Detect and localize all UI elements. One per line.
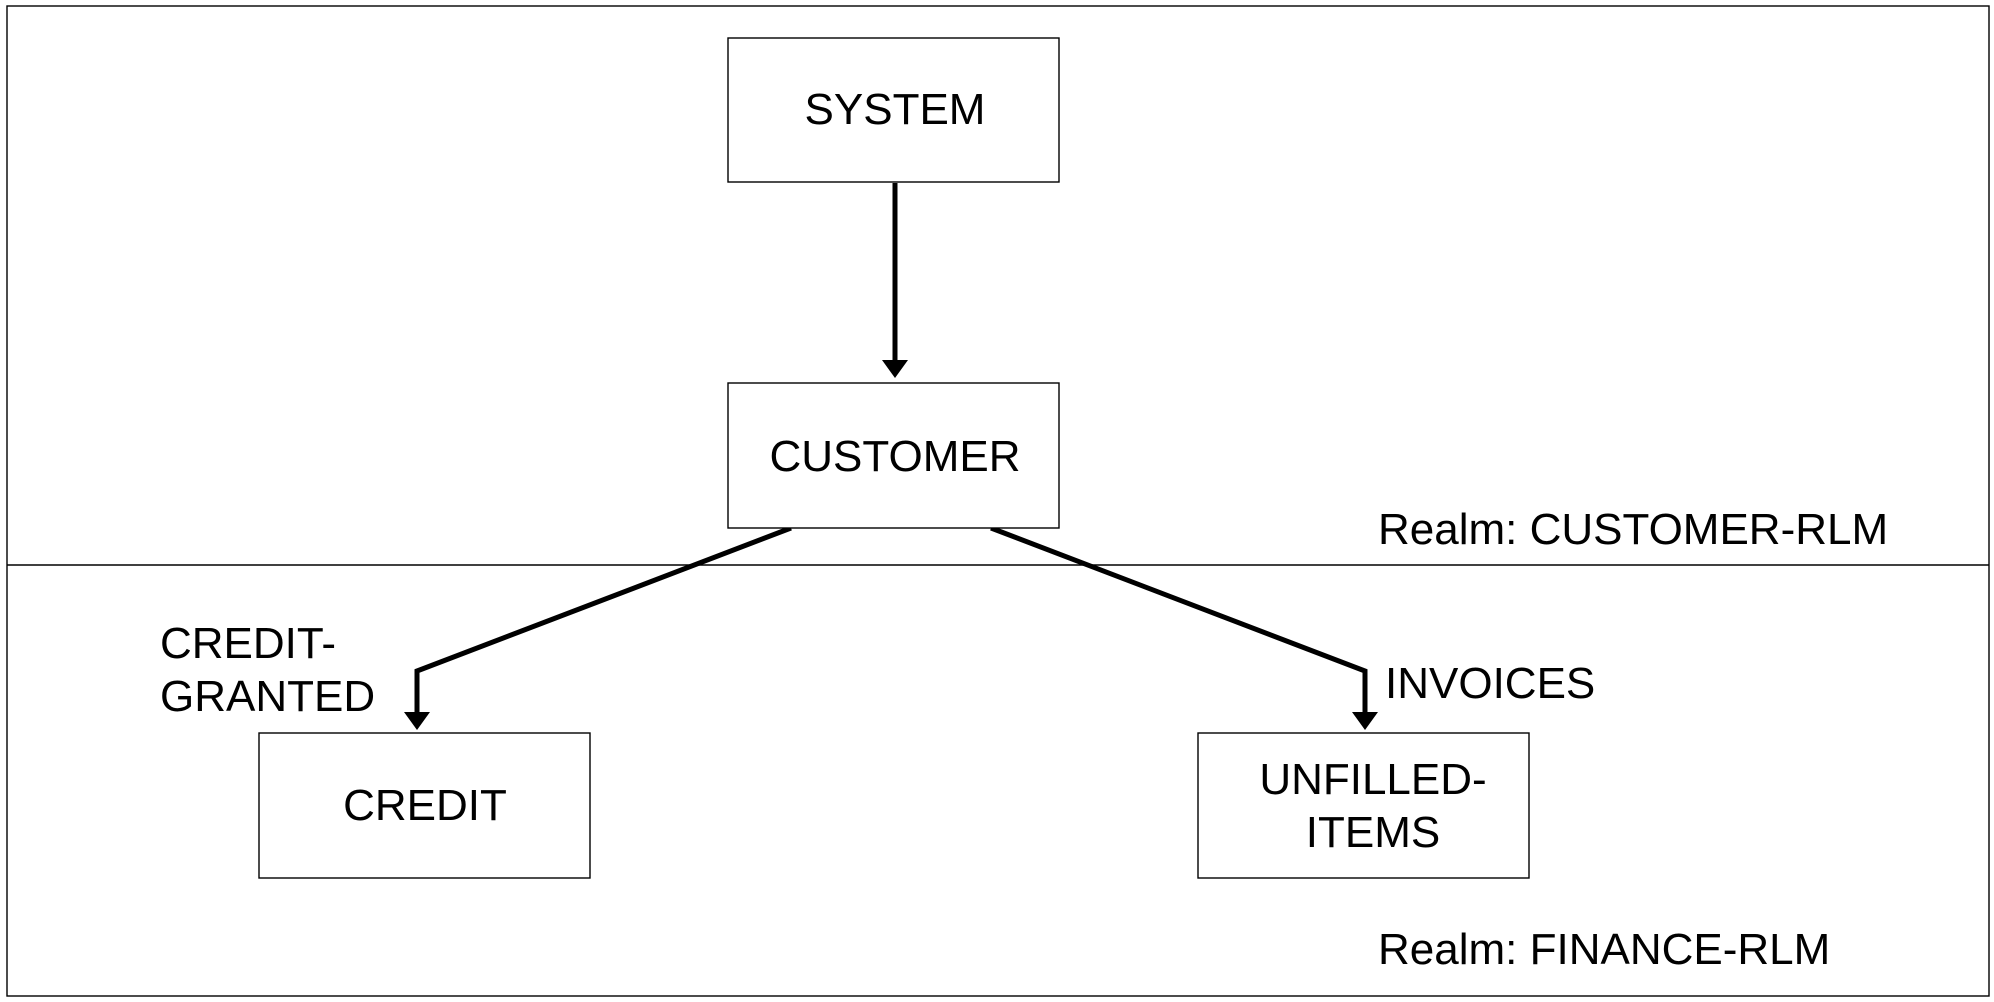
edge-invoices xyxy=(990,525,1378,730)
edge-system-to-customer xyxy=(882,183,908,378)
node-customer-label: CUSTOMER xyxy=(770,432,1021,481)
arrowhead-down-icon xyxy=(1352,712,1378,730)
edge-credit-granted xyxy=(404,525,792,730)
node-credit-label: CREDIT xyxy=(343,781,507,830)
node-credit-box xyxy=(258,732,591,879)
edge-invoices-line xyxy=(990,525,1368,714)
node-system-label: SYSTEM xyxy=(805,85,986,134)
arrowhead-down-icon xyxy=(404,712,430,730)
arrowhead-down-icon xyxy=(882,360,908,378)
node-customer-box xyxy=(727,382,1060,529)
realm-customer-label: Realm: CUSTOMER-RLM xyxy=(1378,505,1888,554)
node-unfilled-items: UNFILLED- ITEMS xyxy=(1197,732,1530,879)
node-unfilled-items-label-line2: ITEMS xyxy=(1306,808,1440,857)
node-system-box xyxy=(727,37,1060,183)
node-unfilled-items-label-line1: UNFILLED- xyxy=(1259,755,1486,804)
node-unfilled-items-box xyxy=(1197,732,1530,879)
node-system: SYSTEM xyxy=(727,37,1060,183)
edge-invoices-label: INVOICES xyxy=(1385,659,1595,708)
node-credit: CREDIT xyxy=(258,732,591,879)
node-customer: CUSTOMER xyxy=(727,382,1060,529)
edge-credit-granted-label-line1: CREDIT- xyxy=(160,619,336,668)
diagram-frame xyxy=(6,5,1990,997)
realm-finance-label: Realm: FINANCE-RLM xyxy=(1378,925,1830,974)
edge-credit-granted-line xyxy=(414,525,792,714)
edge-credit-granted-label-line2: GRANTED xyxy=(160,672,375,721)
